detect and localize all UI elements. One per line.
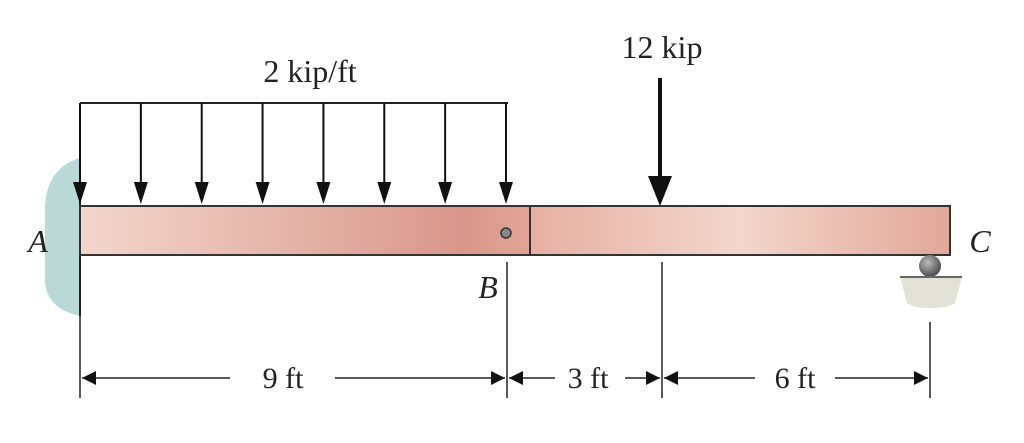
distributed-load-label: 2 kip/ft [263,53,356,89]
point-a-label: A [26,223,48,259]
load-arrowhead [438,182,453,204]
dimension-lines [79,262,931,398]
dimension-ab-label: 9 ft [263,362,304,395]
point-c-label: C [969,223,991,259]
roller-support [919,255,941,277]
load-arrowhead [316,182,331,204]
ground [900,277,962,309]
beam-segment-ab [79,205,531,256]
load-arrowhead [255,182,270,204]
load-arrowhead [73,182,87,204]
load-arrowhead [499,182,513,204]
hinge-pin [500,227,512,239]
distributed-load [73,102,513,204]
point-b-label: B [478,269,498,305]
point-load-arrowhead [648,176,672,206]
point-load-label: 12 kip [622,29,703,65]
fixed-wall-support [45,158,80,316]
load-arrowhead [133,182,148,204]
beam-segment-bc [529,205,951,256]
load-arrowhead [377,182,392,204]
dimension-load-c-label: 6 ft [775,362,816,395]
load-arrowhead [194,182,209,204]
dimension-b-load-label: 3 ft [568,362,609,395]
